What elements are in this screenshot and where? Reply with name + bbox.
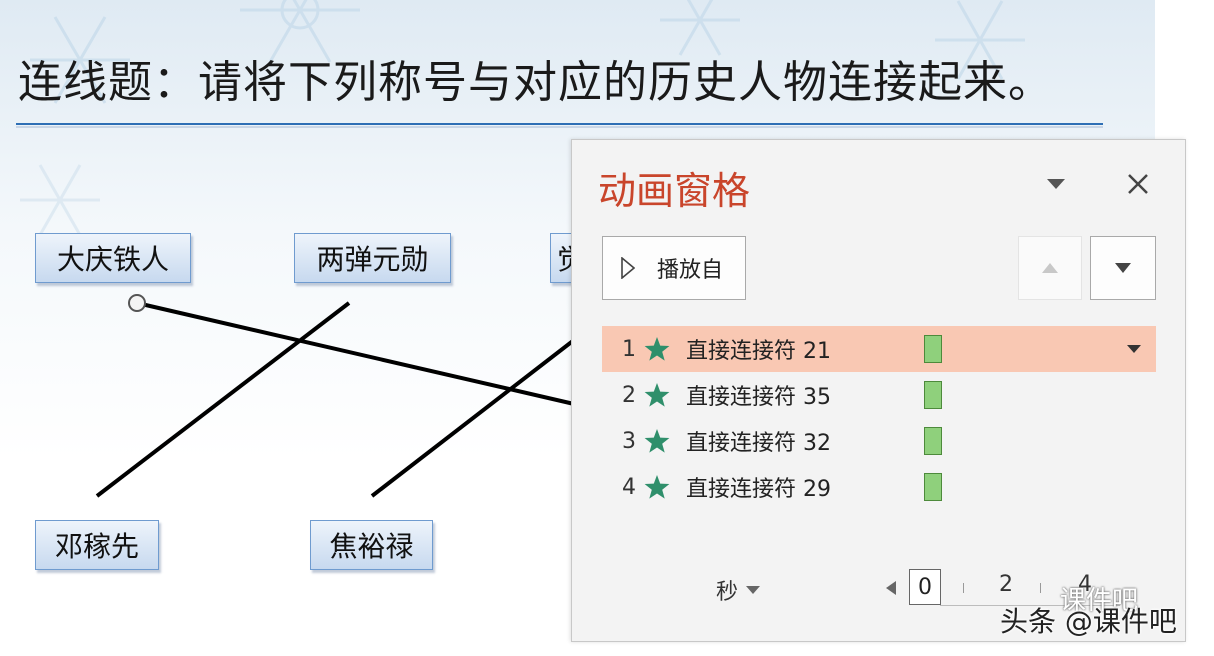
star-icon (644, 337, 670, 361)
timeline-scroll-left-icon[interactable] (884, 580, 898, 596)
timing-bar[interactable] (924, 473, 942, 501)
animation-index: 2 (622, 382, 636, 408)
timing-bar[interactable] (924, 427, 942, 455)
animation-index: 4 (622, 474, 636, 500)
pane-options-button[interactable] (1044, 172, 1068, 196)
animation-name: 直接连接符 21 (686, 339, 831, 364)
animation-item[interactable]: 1 直接连接符 21 (602, 326, 1156, 372)
watermark-logo: 课件吧 (1060, 586, 1139, 616)
connector-21 (136, 301, 601, 412)
connector-35 (95, 301, 351, 498)
move-earlier-button[interactable] (1018, 236, 1082, 300)
play-from-label: 播放自 (657, 258, 724, 283)
animation-name: 直接连接符 35 (686, 385, 831, 410)
animation-index: 3 (622, 428, 636, 454)
move-later-button[interactable] (1090, 236, 1156, 300)
chevron-down-icon (746, 586, 761, 594)
timeline-axis (940, 605, 1120, 606)
animation-index: 1 (622, 336, 636, 362)
play-icon (621, 257, 635, 279)
timing-bar[interactable] (924, 335, 942, 363)
chevron-down-icon[interactable] (1126, 342, 1142, 356)
timeline-tick (1040, 583, 1041, 593)
title-box-daqing-iron-man[interactable]: 大庆铁人 (35, 233, 191, 283)
connector-handle (128, 294, 146, 312)
title-box-two-bombs-hero[interactable]: 两弹元勋 (294, 233, 451, 283)
star-icon (644, 429, 670, 453)
slide-title[interactable]: 连线题：请将下列称号与对应的历史人物连接起来。 (18, 57, 1053, 108)
animation-item[interactable]: 3 直接连接符 32 (602, 418, 1156, 464)
close-icon (1128, 174, 1148, 194)
pane-title: 动画窗格 (598, 169, 751, 213)
star-icon (644, 475, 670, 499)
title-underline-shadow (16, 126, 1103, 128)
title-underline (16, 123, 1103, 125)
animation-name: 直接连接符 32 (686, 431, 831, 456)
chevron-down-icon (1047, 179, 1065, 189)
timeline-label-2: 2 (999, 572, 1013, 597)
animation-item[interactable]: 4 直接连接符 29 (602, 464, 1156, 510)
timing-bar[interactable] (924, 381, 942, 409)
animation-item[interactable]: 2 直接连接符 35 (602, 372, 1156, 418)
person-box-jiao-yulu[interactable]: 焦裕禄 (310, 520, 433, 570)
arrow-up-icon (1042, 263, 1058, 273)
timeline-tick (963, 583, 964, 593)
watermark-text: 头条 @课件吧 (1000, 605, 1177, 638)
arrow-down-icon (1115, 263, 1131, 273)
animation-name: 直接连接符 29 (686, 477, 831, 502)
animation-list: 1 直接连接符 21 2 直接连接符 35 3 直接连接符 32 (602, 326, 1156, 510)
timeline-zero-marker[interactable]: 0 (909, 569, 941, 605)
play-from-button[interactable]: 播放自 (602, 236, 746, 300)
star-icon (644, 383, 670, 407)
close-pane-button[interactable] (1124, 170, 1152, 198)
person-box-deng-jiaxian[interactable]: 邓稼先 (35, 520, 159, 570)
animation-pane: 动画窗格 播放自 1 直接连接符 21 (571, 139, 1186, 642)
seconds-dropdown[interactable]: 秒 (716, 574, 761, 606)
seconds-label: 秒 (716, 580, 739, 605)
connector-lines (95, 294, 602, 498)
timeline-label-4: 4 (1078, 572, 1092, 597)
connector-32 (370, 318, 602, 498)
